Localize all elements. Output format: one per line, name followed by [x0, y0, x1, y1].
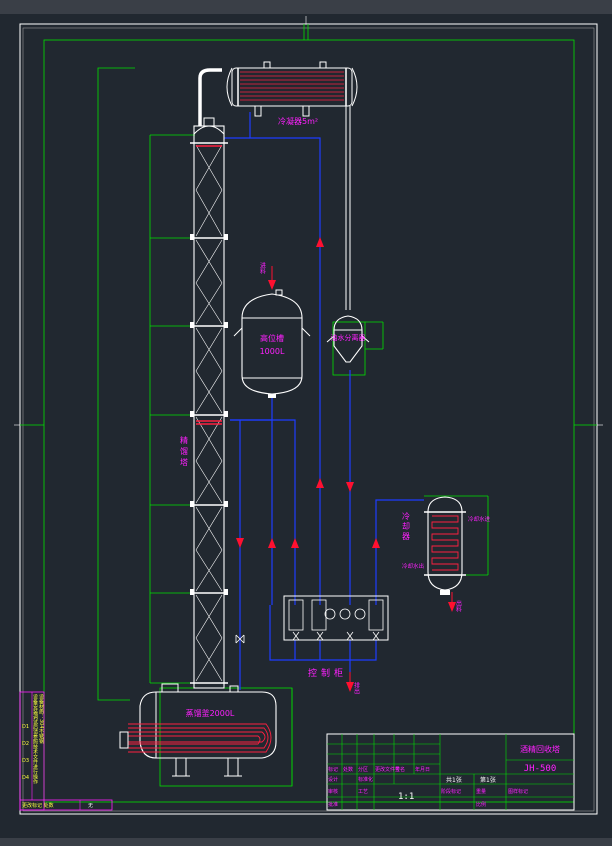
side-notes-block: [19, 691, 113, 811]
side-code-2: D2: [22, 741, 29, 747]
side-code-1: D1: [22, 724, 29, 730]
title-cell: 年月日: [415, 766, 430, 773]
centre-marks: [14, 16, 603, 426]
side-code-4: D4: [22, 775, 29, 781]
cooler-outlet-label: 冷却水出: [402, 562, 424, 570]
reboiler: [119, 683, 277, 777]
side-note-line-2: 设备材质：304不锈钢: [38, 693, 44, 745]
drawing-scale: 1:1: [398, 792, 414, 802]
flow-arrow-down: [268, 280, 276, 290]
discharge-label: 排出: [353, 681, 360, 695]
title-cell: 审核: [328, 788, 338, 795]
flow-arrow-stems: [271, 266, 453, 684]
title-cell: 批准: [328, 801, 338, 808]
sheet-number: 第1张: [480, 776, 496, 784]
title-cell: 处数: [343, 766, 353, 773]
flow-arrow-up: [316, 478, 324, 488]
title-cell: 签名: [395, 766, 405, 773]
title-cell: 更改文件号: [375, 766, 400, 773]
flow-arrow-down: [346, 682, 354, 692]
outer-frame: [19, 23, 598, 815]
title-cell: 工艺: [358, 789, 368, 795]
viewport-bottom-strip: [0, 838, 612, 846]
drawing-number: JH-500: [524, 764, 557, 774]
flow-arrow-up: [316, 237, 324, 247]
control-panel-label: 控制柜: [308, 667, 347, 679]
high-tank-label: 高位槽: [260, 333, 284, 343]
high-level-tank: [233, 289, 311, 398]
separator-label: 油水分离器: [331, 333, 366, 342]
flow-arrow-up: [268, 538, 276, 548]
oil-water-separator: [326, 315, 370, 363]
side-bottom-value: 无: [88, 803, 93, 809]
process-pipes: [224, 112, 424, 690]
flow-arrow-down: [346, 482, 354, 492]
border-lines: [20, 24, 597, 803]
title-cell: 重量: [476, 788, 486, 795]
title-block: [326, 733, 575, 811]
inner-frame: [22, 27, 595, 812]
flow-arrow-down: [236, 538, 244, 548]
condenser: [198, 61, 358, 310]
drawing-name: 酒精回收塔: [520, 744, 560, 754]
tower-label: 精馏塔: [180, 435, 189, 469]
title-cell: 设计: [328, 776, 338, 783]
cooler-inlet-label: 冷却水进: [468, 515, 491, 523]
dimension-lines: [97, 67, 489, 787]
side-bottom-label: 更改标记 处数: [22, 802, 54, 809]
flow-arrow-up: [291, 538, 299, 548]
title-cell: 分区: [358, 766, 368, 773]
cooler: [424, 496, 466, 595]
condenser-label: 冷凝器5m²: [278, 116, 318, 126]
flow-arrow-down: [448, 602, 456, 612]
title-cell: 标记: [328, 766, 338, 773]
valves: [235, 631, 380, 644]
reboiler-label: 蒸馏釜2000L: [186, 708, 235, 718]
high-tank-capacity: 1000L: [260, 347, 285, 356]
title-cell: 标准化: [358, 776, 373, 783]
flow-arrow-up: [372, 538, 380, 548]
viewport-top-strip: [0, 0, 612, 14]
product-out-label: 出料: [455, 599, 462, 613]
feed-label: 进料: [259, 261, 266, 275]
title-cell: 阶段标记: [441, 788, 461, 795]
distillation-tower: [190, 117, 228, 689]
side-note-line-1: 设备安装调试后请参照技术文件进行操作: [32, 693, 38, 785]
title-block-cells: 标记 处数 分区 更改文件号 签名 年月日 设计 标准化 审核 工艺 批准 阶段…: [328, 766, 528, 808]
sheets-total: 共1张: [446, 776, 462, 784]
flow-arrows: [236, 237, 456, 692]
cooler-label: 冷却器: [402, 511, 411, 542]
title-cell: 图样标记: [508, 788, 528, 795]
title-cell: 比例: [476, 801, 486, 808]
control-panel: [283, 595, 389, 641]
side-code-3: D3: [22, 758, 29, 764]
